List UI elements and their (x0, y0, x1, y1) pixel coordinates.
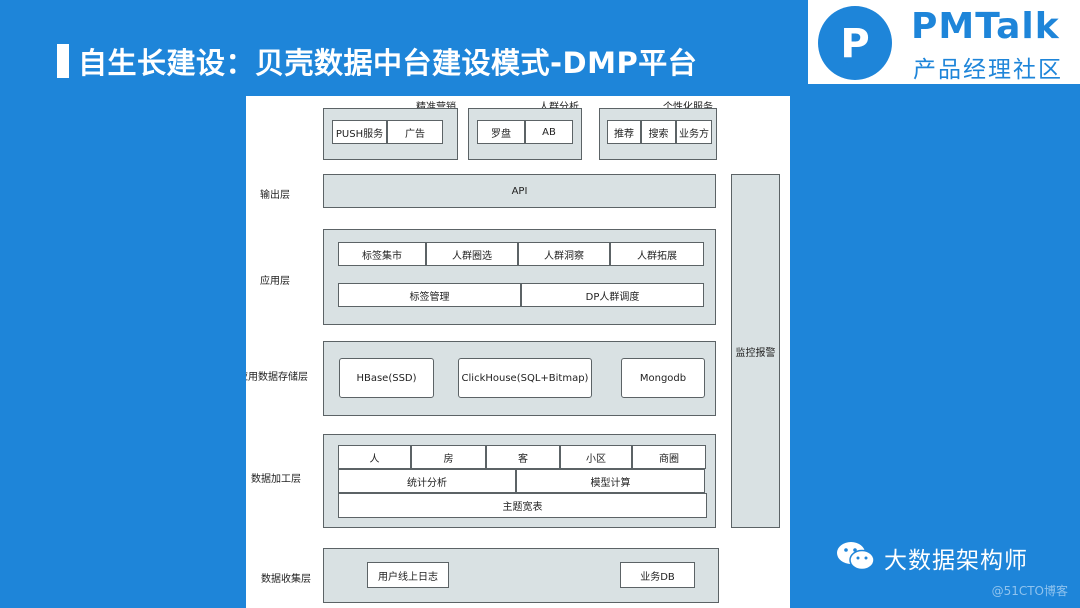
architecture-diagram: 精准营销 PUSH服务 广告 人群分析 罗盘 AB 个性化服务 推荐 搜索 业务… (246, 96, 790, 608)
group-box-marketing: PUSH服务 广告 (323, 108, 458, 160)
proc-item-person: 人 (338, 445, 411, 469)
storage-layer-box: HBase(SSD) ClickHouse(SQL+Bitmap) Mongod… (323, 341, 716, 416)
api-box: API (323, 174, 716, 208)
collect-item-business-db: 业务DB (620, 562, 695, 588)
proc-item-house: 房 (411, 445, 486, 469)
svg-text:P: P (840, 21, 869, 67)
slide-title: 自生长建设：贝壳数据中台建设模式-DMP平台 (78, 46, 698, 80)
app-item-crowd-expand: 人群拓展 (610, 242, 704, 266)
group-box-crowd-analysis: 罗盘 AB (468, 108, 582, 160)
pmtalk-logo: P PMTalk 产品经理社区 (808, 0, 1080, 84)
watermark: @51CTO博客 (991, 584, 1068, 598)
wechat-account-name: 大数据架构师 (884, 548, 1028, 574)
proc-item-statistics: 统计分析 (338, 469, 516, 493)
group-title-crowd-analysis: 人群分析 (539, 98, 579, 113)
group-item-search: 搜索 (641, 120, 676, 144)
storage-item-clickhouse: ClickHouse(SQL+Bitmap) (458, 358, 592, 398)
proc-item-model: 模型计算 (516, 469, 705, 493)
storage-item-hbase: HBase(SSD) (339, 358, 434, 398)
group-box-personalization: 推荐 搜索 业务方 (599, 108, 717, 160)
group-title-personalization: 个性化服务 (663, 98, 713, 113)
layer-label-application: 应用层 (260, 276, 290, 287)
group-item-push: PUSH服务 (332, 120, 387, 144)
storage-item-mongodb: Mongodb (621, 358, 705, 398)
proc-item-client: 客 (486, 445, 560, 469)
group-item-business: 业务方 (676, 120, 712, 144)
logo-mark-icon: P (818, 6, 892, 80)
app-item-crowd-insight: 人群洞察 (518, 242, 610, 266)
app-item-tag-market: 标签集市 (338, 242, 426, 266)
group-item-ads: 广告 (387, 120, 443, 144)
application-layer-box: 标签集市 人群圈选 人群洞察 人群拓展 标签管理 DP人群调度 (323, 229, 716, 325)
group-item-recommend: 推荐 (607, 120, 641, 144)
processing-layer-box: 人 房 客 小区 商圈 统计分析 模型计算 主题宽表 (323, 434, 716, 528)
wechat-account: 大数据架构师 (836, 540, 1028, 576)
layer-label-storage: 应用数据存储层 (246, 372, 308, 383)
collection-layer-box: 用户线上日志 业务DB (323, 548, 719, 603)
group-title-marketing: 精准营销 (416, 98, 456, 113)
proc-item-community: 小区 (560, 445, 632, 469)
app-item-dp-schedule: DP人群调度 (521, 283, 704, 307)
wechat-icon (836, 540, 876, 576)
app-item-crowd-select: 人群圈选 (426, 242, 518, 266)
logo-name: PMTalk (911, 6, 1060, 47)
monitor-alert-box: 监控报警 (731, 174, 780, 528)
collect-item-user-log: 用户线上日志 (367, 562, 449, 588)
layer-label-processing: 数据加工层 (251, 474, 301, 485)
group-item-ab: AB (525, 120, 573, 144)
layer-label-collection: 数据收集层 (261, 574, 311, 585)
app-item-tag-manage: 标签管理 (338, 283, 521, 307)
proc-item-business-district: 商圈 (632, 445, 706, 469)
proc-item-wide-table: 主题宽表 (338, 493, 707, 518)
title-accent-bar (57, 44, 69, 78)
layer-label-output: 输出层 (260, 190, 290, 201)
logo-subtitle: 产品经理社区 (913, 57, 1063, 83)
group-item-compass: 罗盘 (477, 120, 525, 144)
